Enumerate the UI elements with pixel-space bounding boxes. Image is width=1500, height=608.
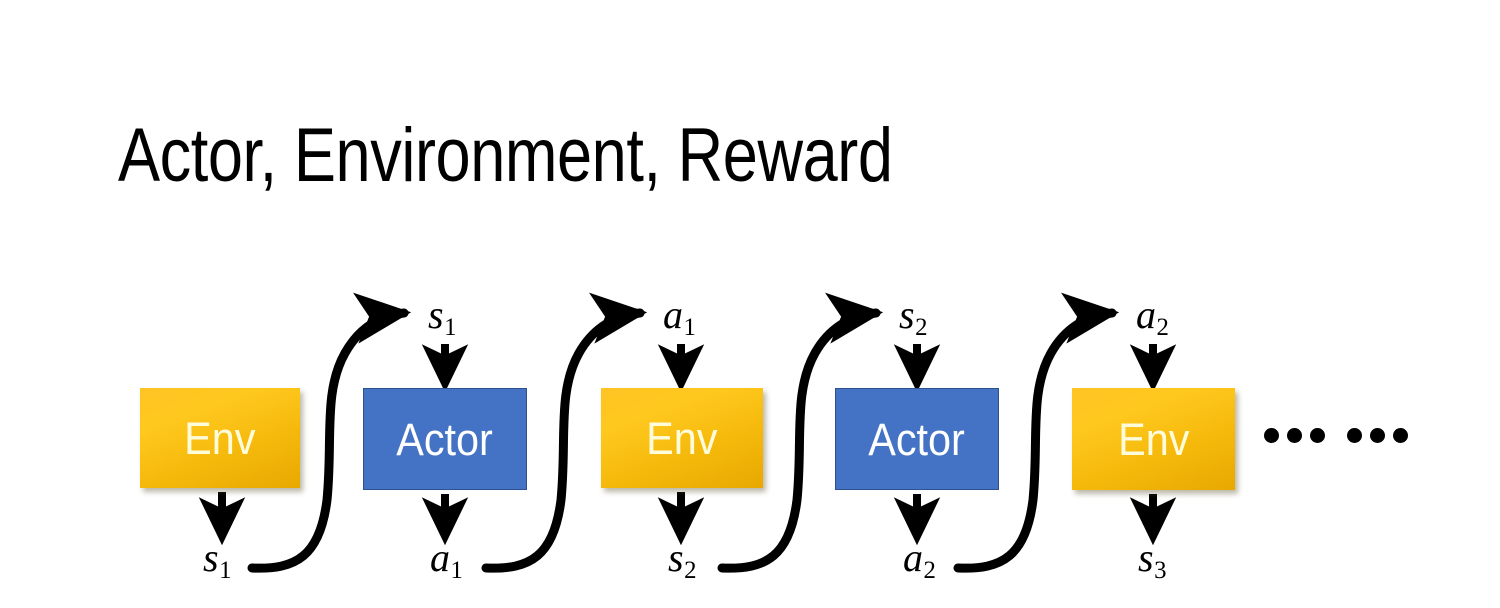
label-state-s3-bottom: s3 [1138, 535, 1166, 584]
node-actor-2[interactable]: Actor [835, 388, 999, 490]
label-action-a2-bottom: a2 [903, 535, 936, 584]
ellipsis-dot [1393, 428, 1408, 443]
node-label: Actor [868, 413, 966, 465]
node-env-2[interactable]: Env [601, 388, 763, 488]
var-sub: 1 [219, 557, 232, 585]
node-actor-1[interactable]: Actor [363, 388, 527, 490]
var-sub: 2 [915, 314, 928, 342]
label-state-s2-top: s2 [899, 292, 927, 341]
var-sub: 1 [444, 314, 457, 342]
label-action-a1-bottom: a1 [430, 535, 463, 584]
ellipsis-dot [1347, 428, 1362, 443]
ellipsis-dot [1287, 428, 1302, 443]
node-env-1[interactable]: Env [140, 388, 300, 488]
label-state-s2-bottom: s2 [668, 535, 696, 584]
node-label: Env [184, 412, 256, 464]
continuation-ellipsis [1264, 428, 1408, 443]
var-sub: 3 [1154, 557, 1167, 585]
label-state-s1-top: s1 [428, 292, 456, 341]
var-base: a [430, 535, 450, 580]
var-sub: 2 [684, 557, 697, 585]
var-base: s [899, 292, 915, 337]
var-sub: 1 [683, 314, 696, 342]
var-sub: 2 [923, 557, 936, 585]
var-base: a [903, 535, 923, 580]
ellipsis-dot [1370, 428, 1385, 443]
label-state-s1-bottom: s1 [203, 535, 231, 584]
vertical-arrows-into-boxes [421, 344, 1177, 393]
node-label: Actor [396, 413, 494, 465]
var-base: s [203, 535, 219, 580]
ellipsis-dot [1264, 428, 1279, 443]
feedback-curves [247, 292, 1120, 573]
var-base: s [428, 292, 444, 337]
ellipsis-dot [1310, 428, 1325, 443]
page-title: Actor, Environment, Reward [118, 113, 893, 198]
label-action-a1-top: a1 [663, 292, 696, 341]
var-base: s [668, 535, 684, 580]
var-base: a [1136, 292, 1156, 337]
vertical-arrows-out-of-boxes [198, 492, 1177, 546]
var-sub: 2 [1156, 314, 1169, 342]
var-sub: 1 [450, 557, 463, 585]
var-base: s [1138, 535, 1154, 580]
node-label: Env [646, 412, 718, 464]
var-base: a [663, 292, 683, 337]
node-env-3[interactable]: Env [1072, 388, 1235, 490]
node-label: Env [1117, 413, 1190, 465]
label-action-a2-top: a2 [1136, 292, 1169, 341]
